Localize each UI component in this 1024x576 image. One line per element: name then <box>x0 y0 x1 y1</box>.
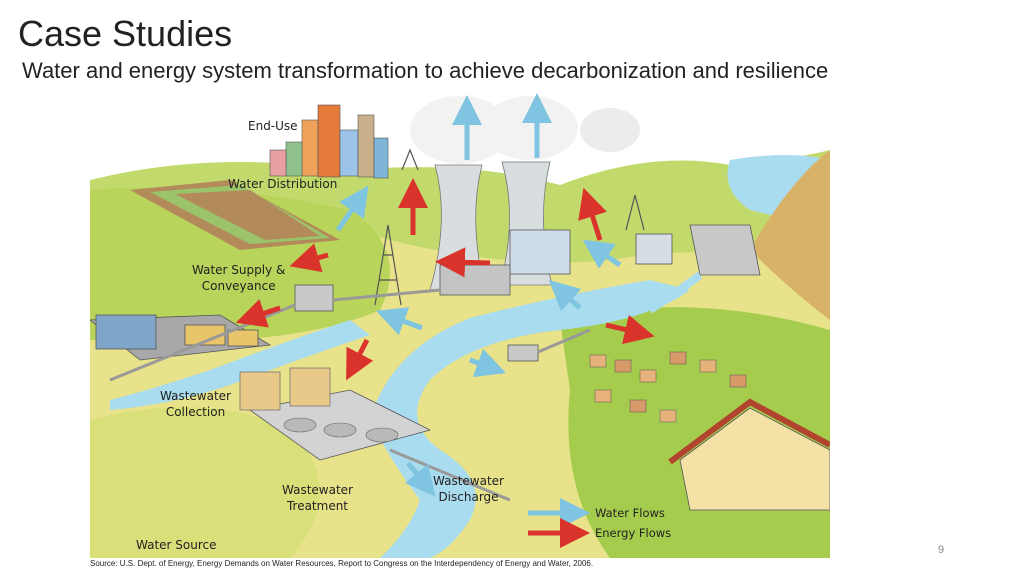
city-buildings <box>269 104 389 179</box>
label-water-supply: Water Supply & Conveyance <box>192 263 286 294</box>
source-citation: Source: U.S. Dept. of Energy, Energy Dem… <box>90 559 594 568</box>
slide-title: Case Studies <box>18 13 233 54</box>
pump-station-river <box>507 344 539 362</box>
pump-station-left <box>294 284 334 312</box>
label-water-distribution: Water Distribution <box>228 177 338 191</box>
label-end-use: End-Use <box>248 119 298 133</box>
page-number: 9 <box>938 544 945 556</box>
wastewater-treatment-plant <box>239 367 432 461</box>
lower-field <box>90 407 320 558</box>
river-left-branch <box>110 320 370 410</box>
water-energy-illustration: End-Use Water Distribution Water Supply … <box>90 90 830 558</box>
legend-water-flows: Water Flows <box>595 506 665 520</box>
hydro-dam <box>635 224 761 314</box>
mountain <box>750 150 830 320</box>
label-wastewater-collection: Wastewater Collection <box>160 389 231 420</box>
label-wastewater-treatment: Wastewater Treatment <box>282 483 353 514</box>
cooling-towers <box>410 96 640 291</box>
energy-flow-arrows <box>235 178 655 381</box>
river <box>370 280 690 558</box>
illustration-svg <box>90 90 830 558</box>
slide-subtitle: Water and energy system transformation t… <box>22 58 829 83</box>
big-house <box>679 407 830 511</box>
label-water-source: Water Source <box>136 538 217 552</box>
transmission-towers <box>374 148 645 306</box>
houses <box>589 351 830 511</box>
water-treatment-plant <box>90 314 272 361</box>
legend-energy-flows: Energy Flows <box>595 526 672 540</box>
label-wastewater-discharge: Wastewater Discharge <box>433 474 504 505</box>
water-flow-arrows <box>335 93 622 497</box>
